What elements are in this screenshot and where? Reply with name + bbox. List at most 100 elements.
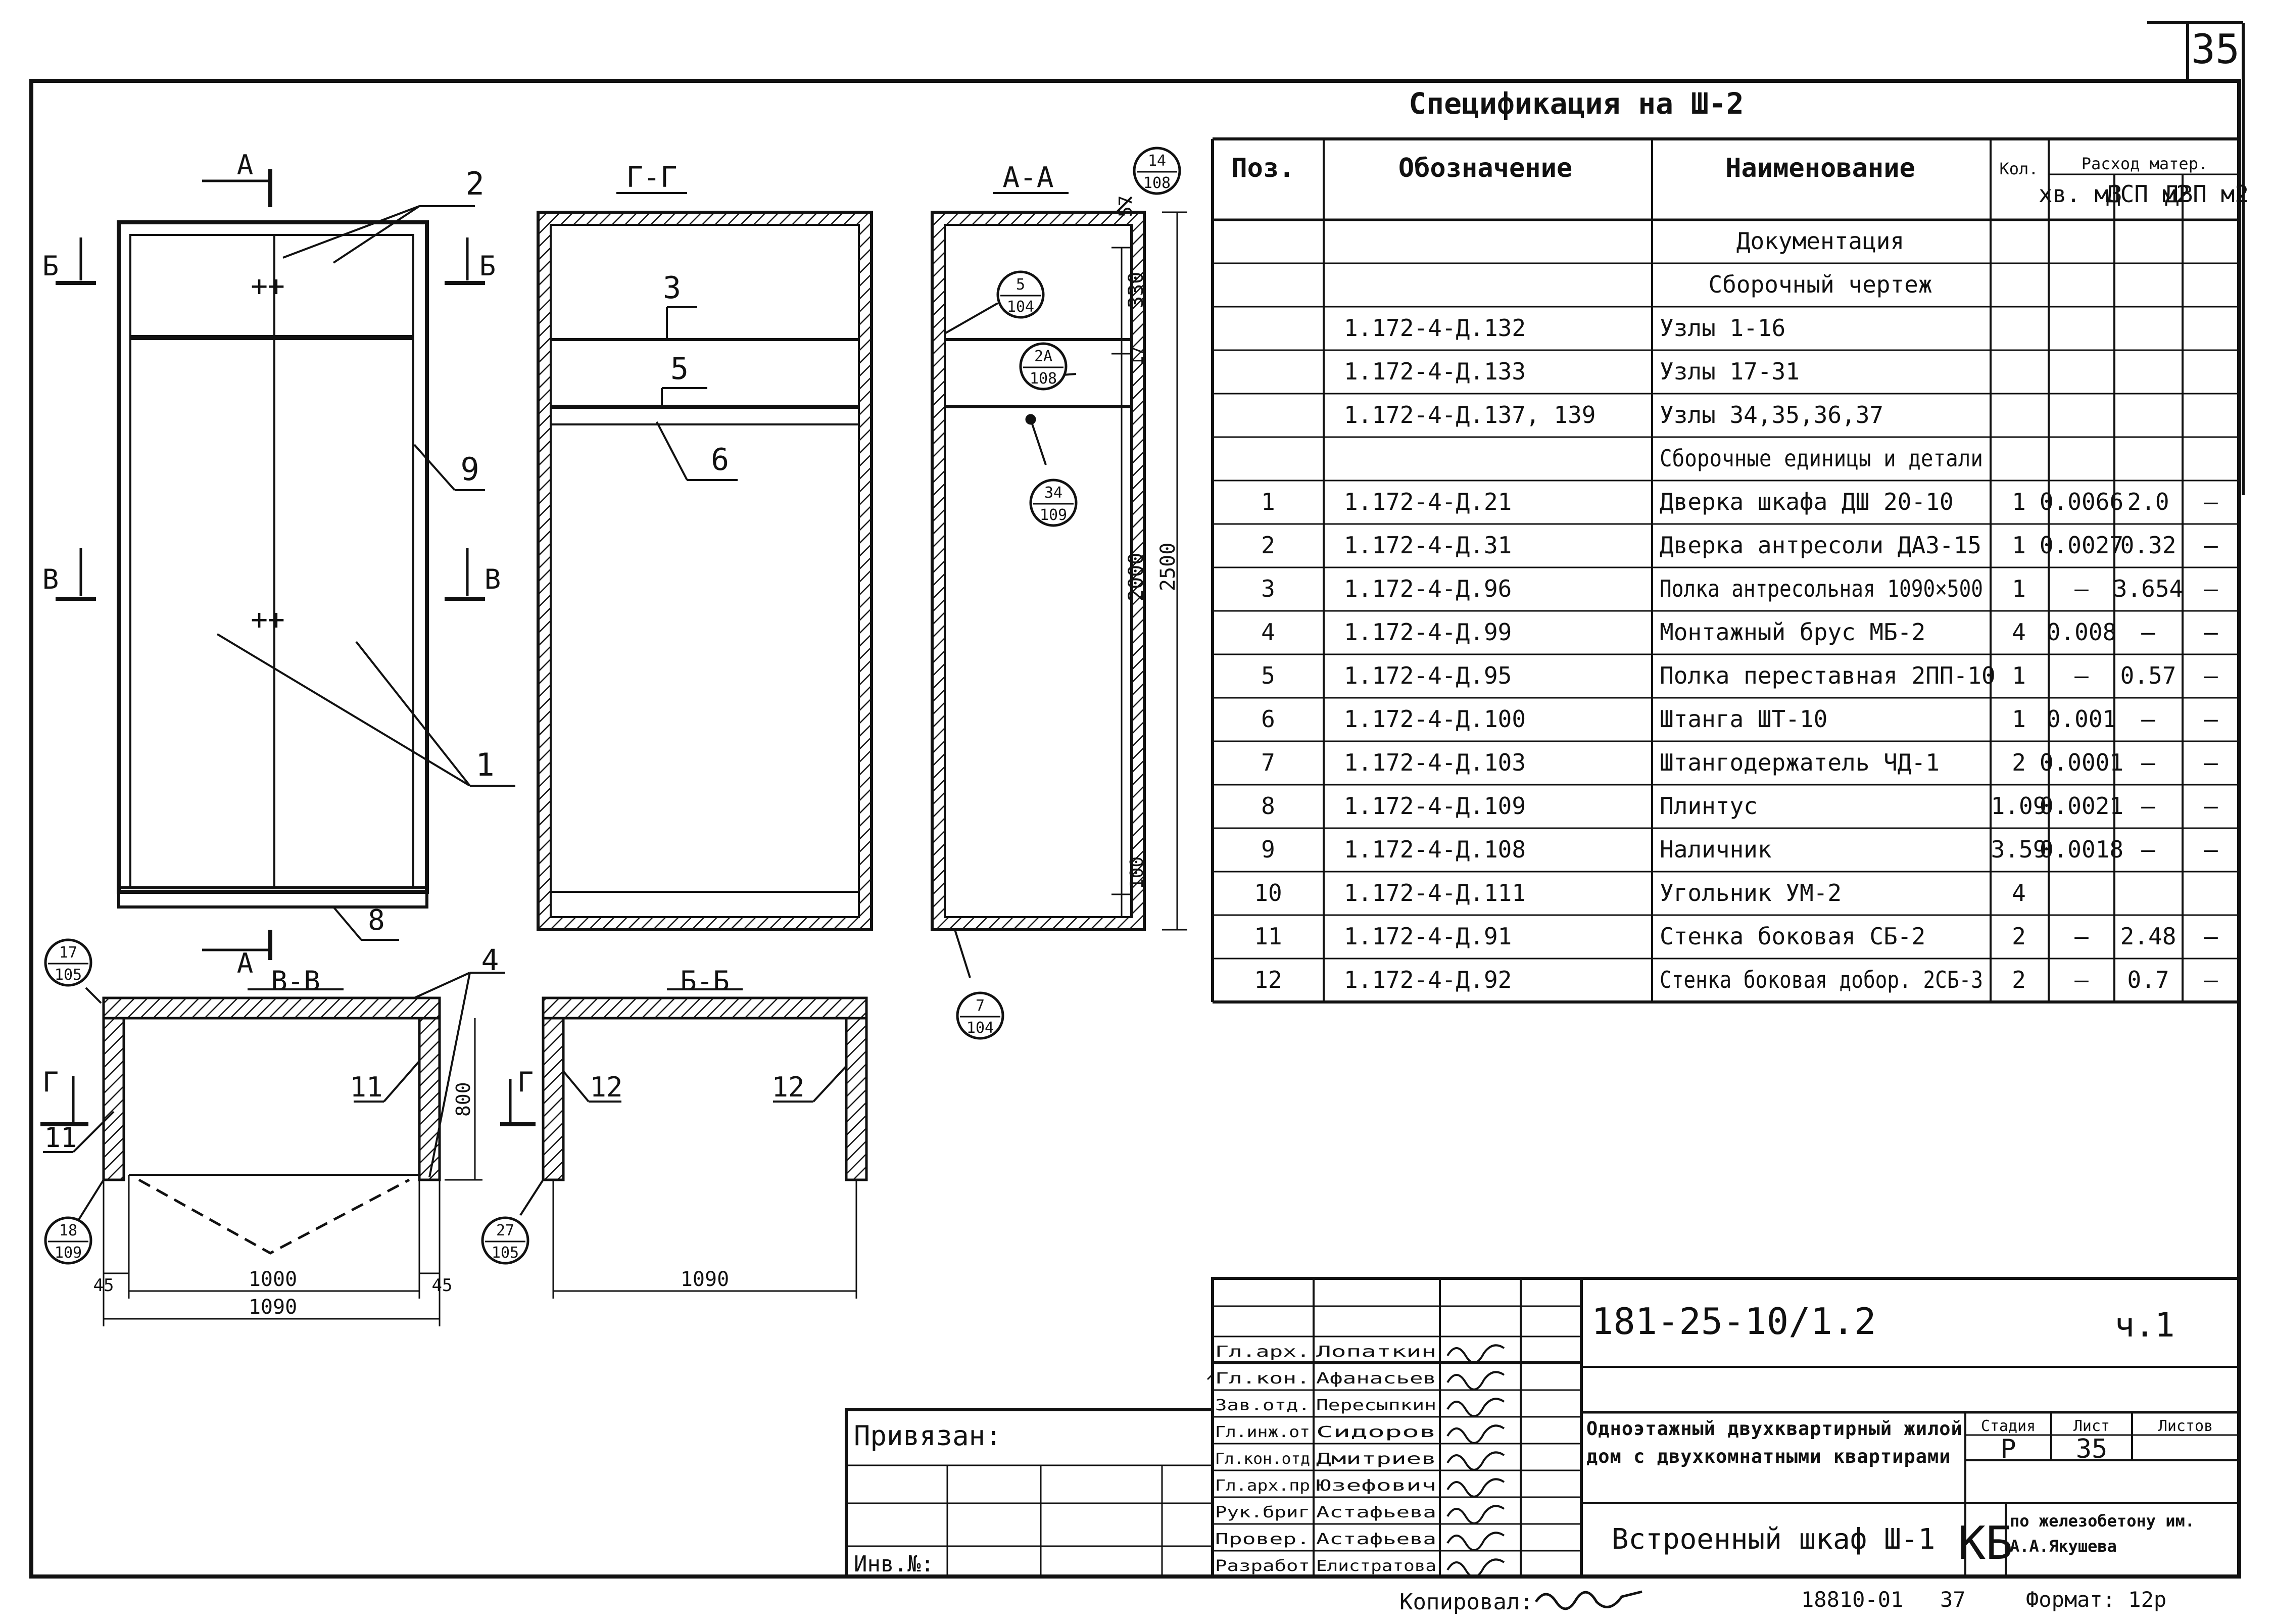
front-view: ++ ++ — [56, 169, 515, 960]
bubble-7-104: 7 104 — [956, 991, 1004, 1040]
spec-cell-des: 1.172-4-Д.133 — [1344, 358, 1526, 385]
spec-cell-name: Наличник — [1660, 836, 1772, 863]
spec-cell-des: 1.172-4-Д.91 — [1344, 923, 1512, 950]
spec-cell-des: 1.172-4-Д.132 — [1344, 314, 1526, 342]
section-gg-labels: Г-Г 3 5 6 — [626, 161, 729, 477]
svg-text:109: 109 — [1040, 506, 1067, 524]
hdr-pos: Поз. — [1231, 153, 1294, 183]
mark-a-top: А — [237, 149, 254, 181]
callout-9: 9 — [460, 451, 479, 488]
spec-cell-qty: 3.59 — [1991, 836, 2047, 863]
stamp-name: Елистратова — [1316, 1557, 1436, 1575]
spec-cell-dsp: — — [2141, 836, 2155, 863]
dim-1090-bb: 1090 — [681, 1268, 729, 1291]
copied-label: Копировал: — [1399, 1589, 1533, 1615]
spec-cell-pos: 10 — [1254, 879, 1282, 906]
svg-text:104: 104 — [1007, 298, 1034, 316]
stage-value: Р — [2000, 1434, 2016, 1464]
spec-cell-dsp: 0.7 — [2127, 966, 2169, 993]
hdr-consumption: Расход матер. — [2082, 154, 2208, 173]
bubble-17-105: 17 105 — [44, 938, 92, 987]
spec-table: Спецификация на Ш-2 Поз. Обозначение Наи… — [1211, 86, 2249, 1004]
stamp-name: Астафьева — [1316, 1504, 1436, 1521]
mark-b-left: Б — [42, 250, 59, 282]
section-vv-labels: В-В 4 11 11 800 1000 45 45 1090 Г 17 105… — [42, 938, 499, 1319]
spec-cell-name: Угольник УМ-2 — [1660, 879, 1842, 906]
footer: Копировал: 18810-01 37 Формат: 12р — [1399, 1587, 2166, 1615]
linked-label: Привязан: — [854, 1420, 1002, 1452]
front-view-labels: А А Б Б В В 2 9 1 8 — [42, 149, 501, 979]
project-name: Одноэтажный двухквартирный жилой дом с д… — [1586, 1418, 1962, 1467]
spec-cell-dsp: 3.654 — [2113, 575, 2183, 602]
spec-cell-dsp: 2.0 — [2127, 488, 2169, 515]
stamp-name: Афанасьев — [1316, 1370, 1436, 1388]
svg-text:17: 17 — [59, 944, 77, 962]
signature — [1446, 1478, 1505, 1498]
spec-cell-hv: 0.0001 — [2040, 749, 2123, 776]
spec-cell-qty: 1 — [2012, 575, 2026, 602]
sheet-hdr: Лист — [2073, 1417, 2110, 1435]
stamp-role: Зав.отд. — [1215, 1397, 1310, 1414]
footer-format: Формат: 12р — [2026, 1587, 2166, 1612]
spec-cell-name: Монтажный брус МБ-2 — [1660, 618, 1925, 646]
inv-label: Инв.№: — [854, 1551, 934, 1577]
hdr-qty: Кол. — [1999, 159, 2038, 178]
signature — [1446, 1398, 1505, 1417]
sheet-title: Встроенный шкаф Ш-1 — [1612, 1523, 1936, 1556]
bubble-34-109: 34 109 — [1029, 479, 1078, 527]
signature — [1446, 1371, 1505, 1391]
hdr-hv: хв. м3 — [2039, 180, 2122, 208]
signature — [1446, 1558, 1505, 1578]
spec-cell-des: 1.172-4-Д.95 — [1344, 662, 1512, 689]
spec-cell-pos: 9 — [1261, 836, 1275, 863]
spec-cell-dvp: — — [2204, 923, 2218, 950]
hdr-dvp: ДВП м2 — [2165, 180, 2249, 208]
signature — [1446, 1532, 1505, 1551]
sheet-value: 35 — [2076, 1434, 2108, 1464]
spec-cell-qty: 2 — [2012, 749, 2026, 776]
svg-text:109: 109 — [55, 1244, 82, 1262]
spec-cell-name: Документация — [1736, 227, 1904, 255]
spec-cell-hv: 0.008 — [2047, 618, 2116, 646]
bubble-18-109: 18 109 — [44, 1216, 92, 1265]
dim-330: 330 — [1125, 272, 1148, 308]
doc-code: 181-25-10/1.2 — [1591, 1300, 1876, 1343]
dim-57: 57 — [1116, 196, 1136, 217]
spec-cell-qty: 1.09 — [1991, 792, 2047, 820]
dim-1090-vv: 1090 — [249, 1296, 297, 1319]
section-bb-labels: Б-Б 12 12 1090 Г 27 105 — [481, 965, 805, 1291]
spec-cell-name: Дверка шкафа ДШ 20-10 — [1660, 488, 1954, 515]
spec-cell-dvp: — — [2204, 662, 2218, 689]
title-block — [845, 1277, 2241, 1579]
spec-cell-des: 1.172-4-Д.111 — [1344, 879, 1526, 906]
signature — [1446, 1344, 1505, 1364]
section-gg — [537, 192, 873, 931]
bubble-27-105: 27 105 — [481, 1216, 529, 1265]
spec-cell-pos: 4 — [1261, 618, 1275, 646]
spec-cell-pos: 3 — [1261, 575, 1275, 602]
svg-text:27: 27 — [496, 1222, 514, 1239]
section-vv — [40, 972, 505, 1326]
sheets-hdr: Листов — [2158, 1417, 2213, 1435]
spec-cell-pos: 5 — [1261, 662, 1275, 689]
spec-cell-hv: — — [2074, 923, 2089, 950]
svg-text:2А: 2А — [1034, 348, 1052, 365]
svg-text:105: 105 — [55, 966, 82, 984]
callout-2: 2 — [465, 165, 484, 202]
spec-cell-dvp: — — [2204, 749, 2218, 776]
stamp-role: Рук.бриг — [1215, 1504, 1310, 1521]
section-aa — [931, 192, 1187, 978]
spec-cell-name: Полка переставная 2ПП-10 — [1660, 662, 1996, 689]
stamp-role: Гл.арх.пр — [1215, 1477, 1310, 1495]
stamp-role: Гл.кон. — [1215, 1370, 1310, 1388]
stamp-name: Дмитриев — [1316, 1450, 1436, 1468]
spec-cell-qty: 1 — [2012, 532, 2026, 559]
spec-cell-name: Стенка боковая СБ-2 — [1660, 923, 1925, 950]
svg-text:34: 34 — [1044, 484, 1062, 502]
stamp-role: Гл.арх. — [1215, 1343, 1310, 1361]
bubble-5-104: 5 104 — [996, 270, 1045, 319]
org-name: по железобетону им. А.А.Якушева — [2010, 1511, 2195, 1556]
spec-cell-name: Сборочные единицы и детали — [1660, 445, 1983, 472]
svg-text:108: 108 — [1030, 370, 1057, 388]
